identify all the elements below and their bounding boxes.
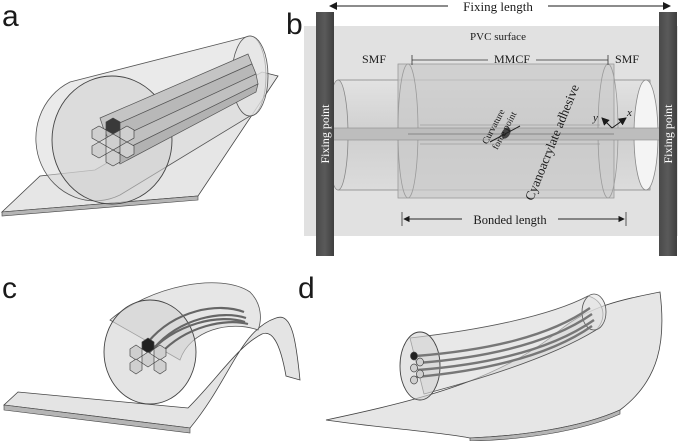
mmcf-label: MMCF (494, 52, 530, 66)
panel-a-label: a (2, 0, 19, 33)
panel-c-sheet (3, 316, 301, 429)
panel-a-fiber-ends (91, 117, 135, 167)
panel-a: a (0, 0, 279, 217)
panel-b-label: b (286, 8, 303, 41)
panel-b: b Fixing length PVC surface SMF MMCF SMF (286, 0, 678, 256)
bonded-length-label: Bonded length (473, 213, 547, 227)
fixing-post-left (316, 12, 334, 256)
panel-d: d (298, 272, 663, 441)
panel-d-fiber-bundle (415, 307, 595, 379)
fixing-post-right (659, 12, 677, 256)
fixing-point-right-label: Fixing point (661, 104, 675, 164)
panel-c-fiber-bundle (145, 306, 249, 357)
panel-c-fiber-ends (129, 337, 167, 375)
panel-c: c (2, 272, 301, 434)
panel-d-label: d (298, 272, 315, 305)
smf-left-label: SMF (362, 52, 386, 66)
fixing-point-left-label: Fixing point (318, 104, 332, 164)
fixing-length-label: Fixing length (463, 0, 533, 14)
smf-right-label: SMF (615, 52, 639, 66)
panel-a-fiber-bundle (99, 53, 259, 165)
axis-y-label: y (592, 112, 598, 124)
axis-x-label: x (626, 107, 632, 119)
pvc-surface-label: PVC surface (470, 31, 526, 43)
panel-c-label: c (2, 272, 17, 305)
axes-indicator (601, 117, 627, 129)
panel-d-fiber-ends (410, 351, 424, 385)
